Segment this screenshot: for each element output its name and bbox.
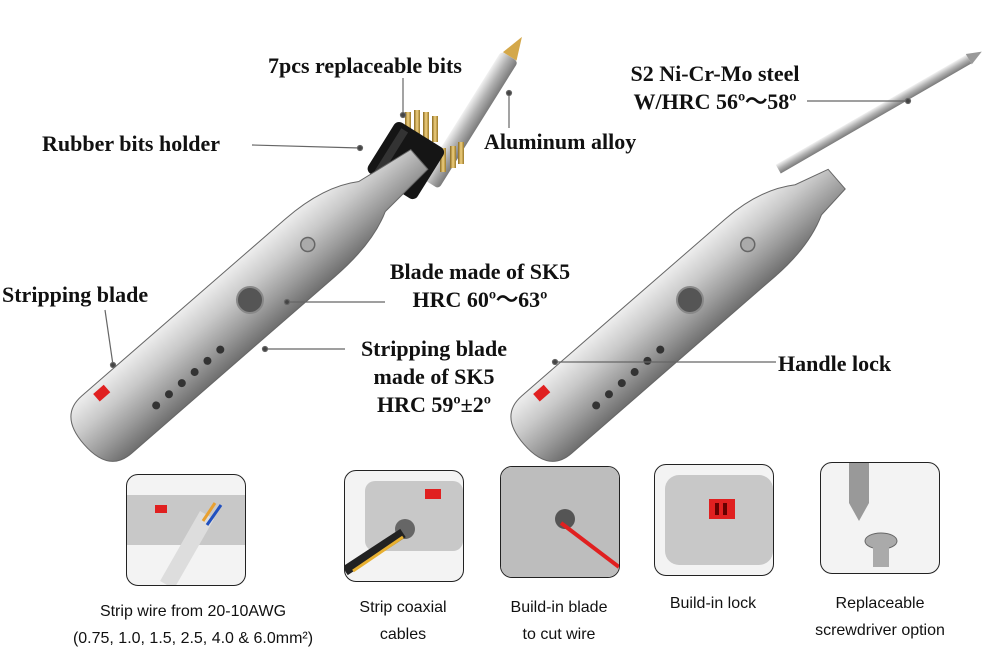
caption-screwdriver-line2: screwdriver option [815, 622, 945, 639]
aluminum-shaft [423, 36, 522, 188]
leader-lines [104, 78, 912, 369]
callout-blade-line2: HRC 60º～63º [412, 287, 548, 312]
callout-strip-blade-line2: made of SK5 [373, 364, 495, 389]
thumb-strip-wire [126, 474, 246, 586]
caption-cut-wire-line1: Build-in blade [510, 599, 608, 616]
leader-holder [251, 144, 361, 149]
caption-strip-wire-line2: (0.75, 1.0, 1.5, 2.5, 4.0 & 6.0mm²) [72, 630, 314, 647]
caption-lock: Build-in lock [646, 590, 780, 617]
callout-strip-blade-line1: Stripping blade [360, 336, 508, 361]
leader-steel-dot [904, 97, 912, 105]
callout-blade-line1: Blade made of SK5 [389, 259, 571, 284]
callout-steel-line2: W/HRC 56º～58º [633, 89, 797, 114]
caption-strip-wire-line1: Strip wire from 20-10AWG [99, 603, 287, 620]
callout-strip-blade-line3: HRC 59º±2º [377, 392, 491, 417]
leader-holder-dot [356, 144, 364, 152]
leader-stripping-blade-dot [109, 361, 117, 369]
right-tool-body [510, 168, 846, 462]
left-tool-body [70, 148, 429, 462]
thumb-lock [654, 464, 774, 576]
caption-coax-line1: Strip coaxial [359, 599, 447, 616]
right-tool [510, 51, 982, 462]
left-tool [70, 36, 522, 462]
leader-blade-dot [283, 298, 291, 306]
callout-steel-line1: S2 Ni-Cr-Mo steel [630, 61, 800, 86]
callout-holder: Rubber bits holder [42, 131, 221, 156]
callout-bits: 7pcs replaceable bits [268, 53, 462, 78]
leader-handle-lock-dot [551, 358, 559, 366]
caption-screwdriver-line1: Replaceable [835, 595, 925, 612]
lock-slider [93, 384, 111, 402]
callout-steel: S2 Ni-Cr-Mo steel W/HRC 56º～58º [610, 60, 820, 116]
caption-coax-line2: cables [379, 626, 427, 643]
leader-stripping-blade [104, 309, 114, 366]
caption-cut-wire-line2: to cut wire [522, 626, 596, 643]
leader-aluminum-dot [505, 89, 513, 97]
strip-holes [152, 345, 225, 410]
thumb-cut-wire [500, 466, 620, 578]
strip-holes-right [592, 345, 665, 410]
callout-strip-blade: Stripping blade made of SK5 HRC 59º±2º [346, 335, 522, 419]
callout-stripping-blade: Stripping blade [2, 282, 149, 307]
callout-blade: Blade made of SK5 HRC 60º～63º [360, 258, 600, 314]
caption-lock-line1: Build-in lock [669, 595, 757, 612]
callout-aluminum: Aluminum alloy [484, 129, 637, 154]
callout-handle-lock: Handle lock [778, 351, 892, 376]
leader-strip-blade-dot [261, 345, 269, 353]
leader-bits-dot [399, 111, 407, 119]
caption-coax: Strip coaxial cables [336, 594, 470, 648]
handle-lock-slider [533, 384, 551, 402]
caption-cut-wire: Build-in blade to cut wire [492, 594, 626, 648]
steel-shaft [775, 51, 982, 174]
caption-strip-wire: Strip wire from 20-10AWG (0.75, 1.0, 1.5… [58, 598, 328, 652]
thumb-screwdriver [820, 462, 940, 574]
thumb-coax [344, 470, 464, 582]
caption-screwdriver: Replaceable screwdriver option [800, 590, 960, 644]
